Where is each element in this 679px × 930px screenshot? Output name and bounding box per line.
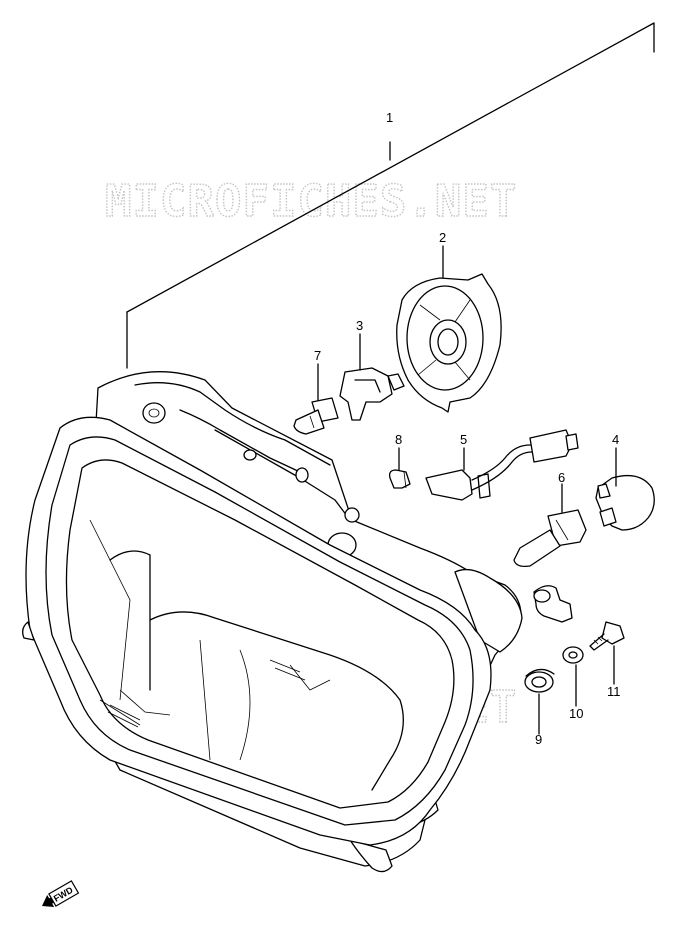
watermark-top: MICROFICHES.NET [105,176,517,227]
callout-leaders [317,245,617,735]
bulb-holder-ring[interactable] [595,474,655,531]
callout-6: 6 [558,470,565,485]
callout-4: 4 [612,432,619,447]
washer[interactable] [562,646,584,664]
headlight-bulb[interactable] [513,509,587,568]
callout-1: 1 [386,110,393,125]
h1-bulb[interactable] [293,397,339,435]
callout-10: 10 [569,706,583,721]
position-lamp-socket-harness[interactable] [425,429,579,501]
headlight-assembly[interactable] [22,371,523,873]
callout-5: 5 [460,432,467,447]
callout-7: 7 [314,348,321,363]
callout-3: 3 [356,318,363,333]
callout-9: 9 [535,732,542,747]
callout-2: 2 [439,230,446,245]
position-lamp-bulb[interactable] [388,469,411,489]
callout-numbers: 1 2 3 4 5 6 7 8 9 10 11 [314,110,621,747]
bulb-retainer-clip[interactable] [339,367,405,421]
socket-cover[interactable] [396,273,502,413]
connector-elbow[interactable] [533,585,573,623]
fwd-direction-badge: FWD [42,880,80,908]
screw[interactable] [589,621,625,651]
callout-11: 11 [607,684,621,699]
grommet[interactable] [524,668,555,693]
callout-8: 8 [395,432,402,447]
leader-line-1 [126,22,655,369]
